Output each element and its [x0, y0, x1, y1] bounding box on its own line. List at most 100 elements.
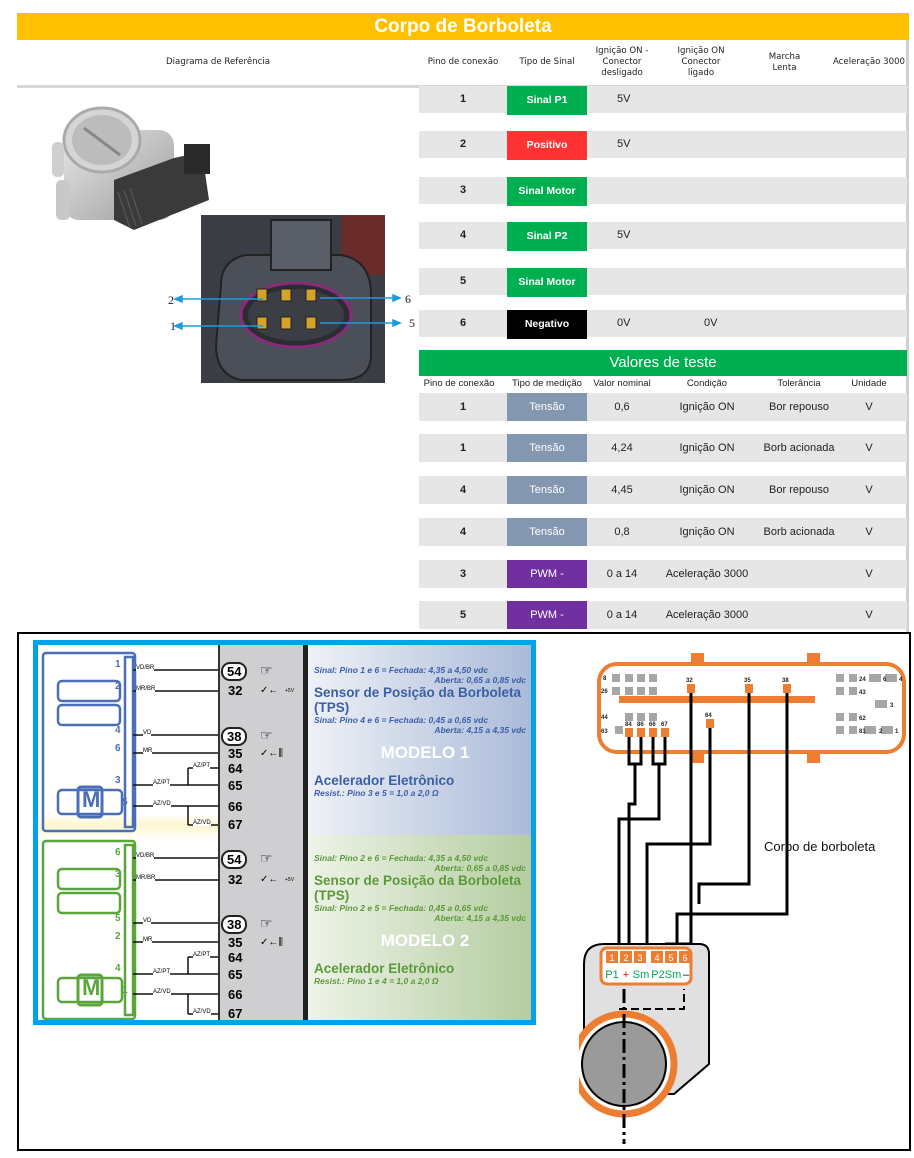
ecu-pin-label: 3	[890, 703, 894, 709]
throttle-body-photo	[52, 106, 210, 230]
signal-badge: Sinal Motor	[507, 177, 587, 206]
ecu-pin-label: 44	[601, 715, 608, 721]
actuator-title: Acelerador Eletrônico	[314, 961, 455, 976]
col-header-ign-on: Ignição ON Conector ligado	[677, 46, 725, 78]
pin-label: 1	[170, 319, 176, 333]
ign-off-value: 5V	[617, 229, 631, 241]
pinout-row: 4 Sinal P2 5V	[419, 222, 907, 251]
nominal-value: 4,45	[611, 484, 633, 496]
ecu-pin-label: 81	[859, 729, 866, 735]
pinout-row: 2 Positivo 5V	[419, 131, 907, 160]
sensor-pin: 5	[122, 797, 128, 808]
ecu-pin-label: 43	[859, 690, 866, 696]
col-header-idle: Marcha Lenta	[768, 51, 801, 73]
test-col-nominal: Valor nominal	[593, 378, 651, 389]
nominal-value: 4,24	[611, 442, 633, 454]
test-pin: 4	[459, 484, 467, 496]
unit: V	[865, 526, 873, 538]
col-header-ign-off: Ignição ON - Conector desligado	[595, 46, 649, 78]
measure-badge: Tensão	[507, 434, 587, 462]
wire-label: VD/BR	[136, 665, 155, 671]
ecu-pin-label: 62	[859, 716, 866, 722]
pointer-hand-icon: ☞	[260, 850, 273, 866]
wiring-panel: VD/BR MR/BR VD MR AZ/PT AZ/PT AZ/VD AZ/V…	[17, 632, 911, 1151]
pinout-row: 5 Sinal Motor	[419, 268, 907, 297]
pinout-row: 6 Negativo 0V 0V	[419, 310, 907, 339]
ign-off-value: 5V	[617, 138, 631, 150]
pointer-hand-icon: ☞	[260, 727, 273, 743]
condition: Ignição ON	[679, 484, 735, 496]
wire-label: AZ/VD	[193, 1009, 211, 1015]
ecu-pin: 35	[228, 746, 243, 761]
wire-label: AZ/PT	[153, 969, 171, 975]
ecu-pin-label: 64	[705, 713, 712, 719]
sensor-pin: 6	[115, 847, 121, 858]
wire-label: MR/BR	[136, 686, 156, 692]
throttle-symbol: P1	[605, 969, 618, 981]
pin-label: 5	[409, 316, 415, 330]
pin-number: 5	[459, 275, 467, 287]
ecu-pin: 38	[221, 727, 248, 746]
ecu-pin: 38	[221, 915, 248, 934]
pin-number: 3	[459, 184, 467, 196]
condition: Ignição ON	[679, 526, 735, 538]
pinout-row: 3 Sinal Motor	[419, 177, 907, 206]
wiring-schematic	[41, 651, 218, 1020]
wiring-diagram-frame: VD/BR MR/BR VD MR AZ/PT AZ/PT AZ/VD AZ/V…	[33, 640, 536, 1025]
ecu-pin-label: 2	[879, 729, 883, 735]
signal-spec: Aberta: 4,15 a 4,35 vdc	[434, 725, 526, 735]
ground-icon: ✓←⫼	[260, 748, 283, 759]
test-row: 3 PWM - 0 a 14 Aceleração 3000 V	[419, 560, 907, 588]
test-col-condition: Condição	[686, 378, 728, 389]
col-header-signal: Tipo de Sinal	[519, 57, 575, 67]
signal-spec: Aberta: 0,65 a 0,85 vdc	[434, 675, 526, 685]
sensor-pin: 6	[115, 743, 121, 754]
test-col-unit: Unidade	[851, 378, 887, 389]
pin-label: 2	[168, 293, 174, 307]
signal-badge: Sinal P2	[507, 222, 587, 251]
test-row: 4 Tensão 0,8 Ignição ON Borb acionada V	[419, 518, 907, 546]
unit: V	[865, 401, 873, 413]
wire-label: MR	[143, 748, 153, 754]
throttle-symbol: –	[683, 969, 690, 981]
throttle-pin: 3	[637, 953, 642, 963]
wire-label: AZ/VD	[193, 820, 211, 826]
ecu-pin-label: 66	[649, 722, 656, 728]
pin-label: 6	[405, 292, 411, 306]
model-label: MODELO 1	[380, 743, 470, 762]
ecu-pin: 32	[228, 872, 243, 887]
signal-spec: Sinal: Pino 2 e 5 = Fechada: 0,45 a 0,65…	[314, 903, 489, 913]
throttle-pin: 2	[623, 953, 628, 963]
ecu-pin: 64	[228, 761, 243, 776]
model-label: MODELO 2	[380, 931, 470, 950]
pin-number: 6	[459, 317, 467, 329]
ecu-pin: 54	[221, 662, 248, 681]
sensor-title: Sensor de Posição da Borboleta (TPS)	[314, 685, 522, 715]
test-col-pin: Pino de conexão	[423, 378, 495, 389]
test-pin: 3	[459, 568, 467, 580]
col-header-accel: Aceleração 3000	[832, 57, 906, 67]
sensor-title: Sensor de Posição da Borboleta (TPS)	[314, 873, 522, 903]
signal-spec: Aberta: 4,15 a 4,35 vdc	[434, 913, 526, 923]
col-header-pin: Pino de conexão	[427, 57, 499, 67]
sensor-pin: 4	[115, 963, 121, 974]
measure-badge: Tensão	[507, 518, 587, 546]
ecu-pin-label: 26	[601, 689, 608, 695]
sensor-pin: 2	[115, 681, 121, 692]
measure-badge: Tensão	[507, 476, 587, 504]
wire-label: AZ/VD	[153, 989, 171, 995]
measure-badge: PWM -	[507, 601, 587, 629]
signal-spec: Sinal: Pino 4 e 6 = Fechada: 0,45 a 0,65…	[314, 715, 489, 725]
throttle-symbol: Sm	[665, 969, 682, 981]
sensor-pin: 5	[115, 913, 121, 924]
pin-number: 2	[459, 138, 467, 150]
col-header-reference: Diagrama de Referência	[165, 57, 270, 67]
page-title: Corpo de Borboleta	[17, 13, 909, 40]
throttle-symbol: P2	[651, 969, 664, 981]
check-icon: ✓←	[260, 874, 279, 885]
tolerance: Borb acionada	[763, 442, 835, 454]
spec-sheet: Corpo de Borboleta Diagrama de Referênci…	[17, 13, 909, 633]
wire-label: AZ/VD	[153, 801, 171, 807]
measure-badge: PWM -	[507, 560, 587, 588]
nominal-value: 0 a 14	[606, 609, 638, 621]
